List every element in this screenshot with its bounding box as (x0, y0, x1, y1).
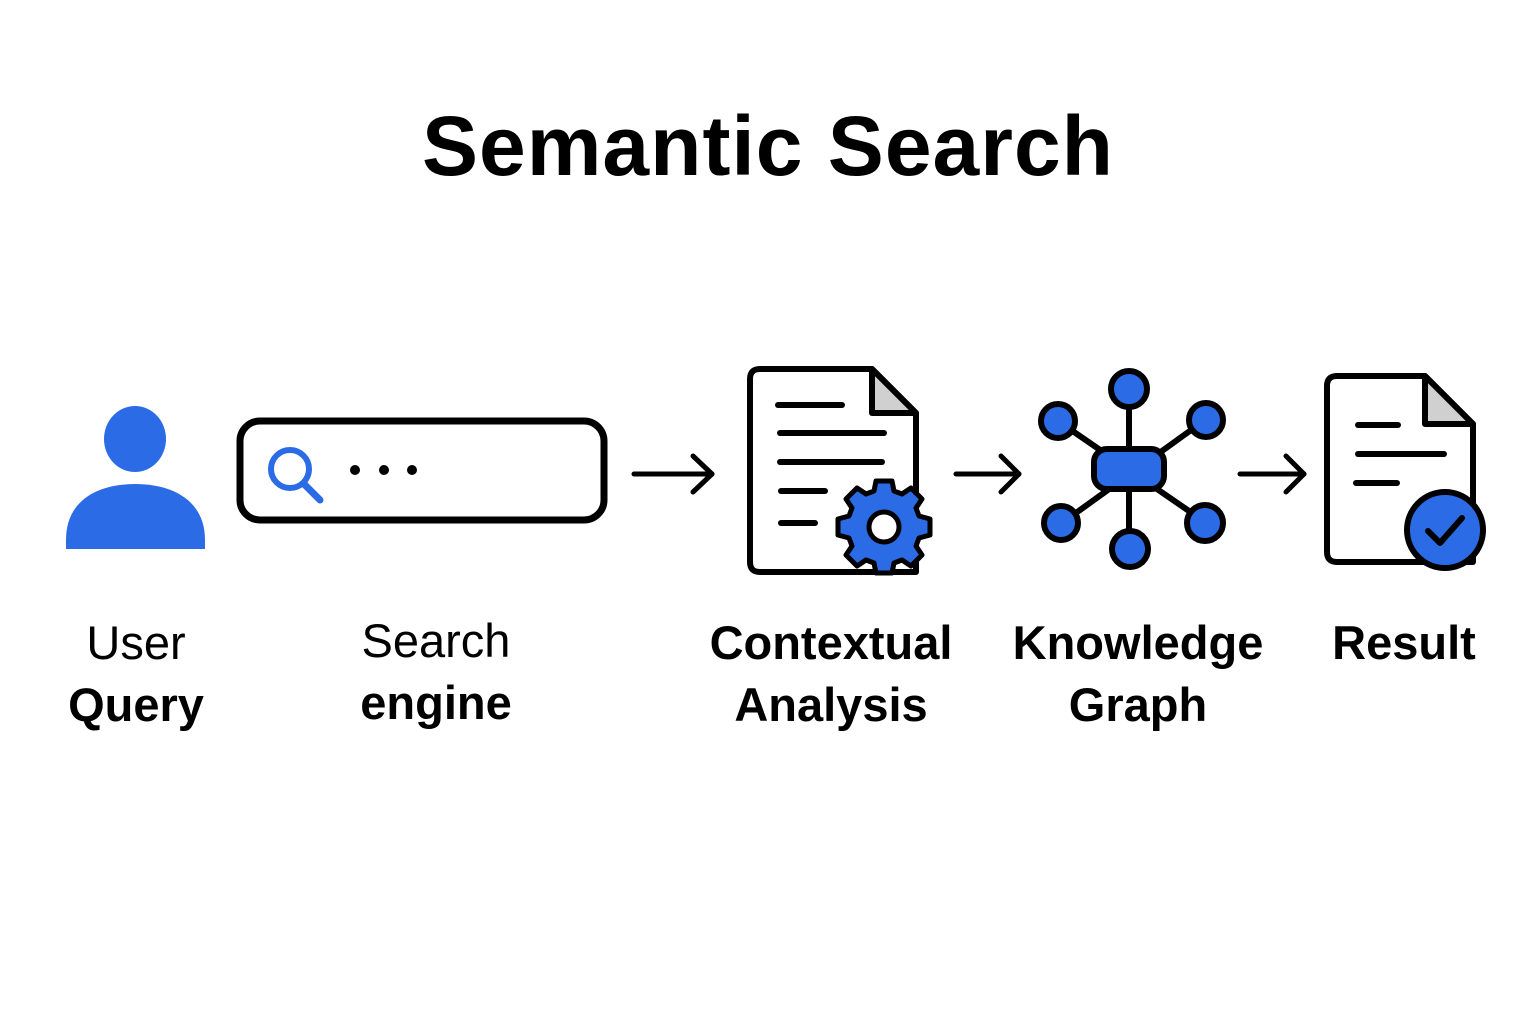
gear-icon (835, 478, 933, 576)
magnifier-icon (268, 447, 324, 504)
check-circle-icon (1404, 489, 1486, 571)
document-gear-icon (747, 366, 933, 576)
arrow-right-icon (953, 453, 1022, 495)
arrow-right-icon (1237, 453, 1307, 495)
step-label-contextual-analysis: Contextual Analysis (709, 616, 953, 731)
diagram-title: Semantic Search (421, 99, 1114, 193)
step-label-result: Result (1332, 616, 1476, 669)
document-check-icon (1324, 373, 1486, 571)
step-label-user-query: User Query (68, 616, 204, 731)
search-bar-icon (236, 417, 608, 524)
ellipsis-dots (350, 465, 417, 475)
step-label-search-engine: Search engine (360, 614, 512, 729)
step-label-knowledge-graph: Knowledge Graph (1012, 616, 1264, 731)
arrow-right-icon (631, 453, 715, 495)
network-graph-icon (1038, 368, 1226, 570)
user-icon (66, 406, 205, 549)
